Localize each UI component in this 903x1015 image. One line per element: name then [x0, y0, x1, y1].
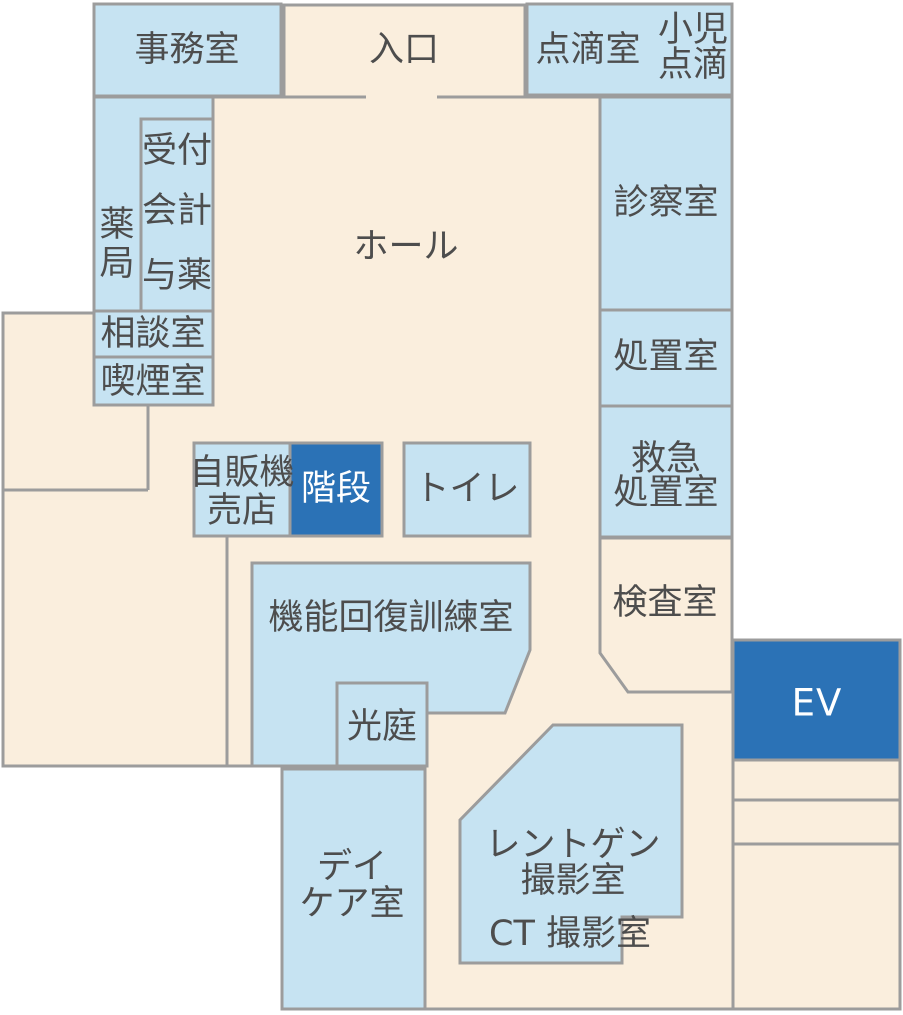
room-toilet	[402, 441, 532, 538]
ev-lobby-row-1	[731, 758, 902, 802]
rooms	[92, 2, 734, 1011]
label-pediatric-iv-line2: 点滴	[658, 45, 728, 85]
label-xray-line1: レントゲン	[485, 825, 660, 865]
label-pharmacy-char2: 局	[99, 244, 134, 284]
room-elevator	[731, 638, 902, 762]
label-ct: CT 撮影室	[489, 914, 651, 954]
room-iv	[525, 2, 734, 97]
label-treatment: 処置室	[613, 337, 718, 377]
label-laboratory: 検査室	[612, 583, 717, 623]
room-xray-ct	[458, 723, 684, 965]
room-examination	[598, 95, 734, 312]
label-elevator: EV	[792, 682, 843, 725]
label-pediatric-iv-line1: 小児	[658, 10, 728, 50]
label-pharmacy-char1: 薬	[99, 205, 134, 245]
entrance-floor	[284, 4, 525, 97]
label-iv-room: 点滴室	[535, 30, 640, 70]
left-room-lower	[3, 490, 227, 767]
wall-entrance	[282, 3, 527, 97]
room-day-care	[280, 767, 427, 1011]
label-entrance: 入口	[369, 30, 439, 70]
label-consultation: 相談室	[100, 314, 205, 354]
room-reception	[139, 117, 215, 313]
room-office	[92, 2, 283, 98]
room-emergency	[598, 404, 734, 539]
ev-lobby-row-2	[731, 798, 902, 846]
label-vending-line2: 売店	[207, 491, 277, 531]
label-emergency-line1: 救急	[631, 439, 701, 479]
label-rehabilitation: 機能回復訓練室	[268, 598, 513, 638]
room-treatment	[598, 308, 734, 408]
wall-left-region	[1, 311, 337, 768]
ev-lobby-row-3	[731, 842, 902, 1011]
labels: 事務室 入口 点滴室 小児 点滴 薬 局 受付 会計 与薬 相談室 喫煙室 診察…	[99, 10, 843, 954]
accent-rooms	[288, 441, 902, 762]
label-stairs: 階段	[301, 469, 371, 509]
elevator-lobby-rows	[731, 758, 902, 1011]
label-day-care-line2: ケア室	[299, 884, 404, 924]
label-reception-line3: 与薬	[142, 256, 212, 296]
label-day-care-line1: デイ	[317, 847, 387, 887]
label-examination: 診察室	[613, 183, 718, 223]
label-smoking: 喫煙室	[100, 362, 205, 402]
label-toilet: トイレ	[414, 469, 519, 509]
label-xray-line2: 撮影室	[520, 861, 625, 901]
label-light-court: 光庭	[347, 707, 417, 747]
label-office: 事務室	[134, 30, 239, 70]
room-light-court	[335, 681, 429, 768]
label-reception-line2: 会計	[142, 191, 212, 231]
label-reception-line1: 受付	[142, 131, 212, 171]
label-hall: ホール	[353, 227, 458, 267]
label-emergency-line2: 処置室	[613, 473, 718, 513]
room-smoking	[92, 355, 215, 407]
label-vending-line1: 自販機	[189, 453, 294, 493]
room-vending	[192, 441, 292, 538]
room-stairs	[288, 441, 384, 538]
